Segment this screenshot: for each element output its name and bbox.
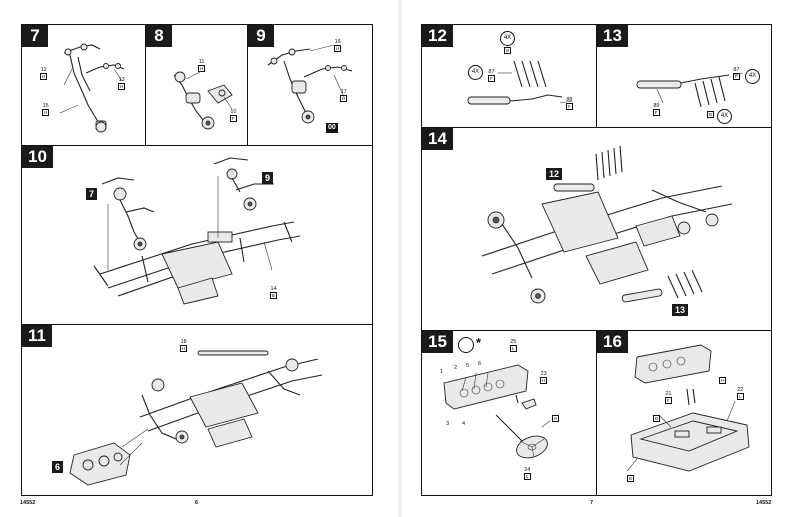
- step-ref-12: 12: [546, 168, 563, 180]
- callout-number: 3: [446, 421, 450, 427]
- letter-box: H: [719, 377, 727, 384]
- catalog-number: 14552: [20, 500, 36, 506]
- step-number: 12: [422, 25, 453, 47]
- qty-circle: 4X: [500, 31, 515, 46]
- step-number: 14: [422, 128, 453, 150]
- page-number: 6: [195, 500, 199, 506]
- step-number: 10: [22, 146, 53, 168]
- page-number: 7: [590, 500, 594, 506]
- step-16-drawing: [626, 344, 750, 472]
- step-ref-00: 00: [326, 123, 338, 133]
- step-number: 15: [422, 331, 453, 353]
- step-7-drawing: [59, 43, 125, 133]
- qty-circle: 4X: [468, 65, 483, 80]
- step-9-drawing: [267, 44, 353, 124]
- step-ref-6: 6: [52, 461, 64, 473]
- letter-box: B: [504, 47, 512, 54]
- step-10-drawing: [93, 157, 301, 305]
- step-12-drawing: [467, 60, 573, 105]
- step-number: 13: [597, 25, 628, 47]
- letter-box: B: [707, 111, 715, 118]
- step-number: 9: [248, 25, 274, 47]
- callout-number: 6: [478, 361, 482, 367]
- qty-circle: 4X: [717, 109, 732, 124]
- letter-box: B: [653, 415, 661, 422]
- qty-circle: 4X: [745, 69, 760, 84]
- letter-box: B: [627, 475, 635, 482]
- star-symbol: *: [476, 335, 482, 350]
- step-ref-9: 9: [262, 172, 274, 184]
- step-11-drawing: [69, 350, 323, 486]
- letter-box: H: [552, 415, 560, 422]
- step-15-drawing: [443, 364, 551, 459]
- step-14-drawing: [481, 145, 733, 304]
- page-gutter: [398, 0, 402, 517]
- callout-number: 4: [462, 421, 466, 427]
- step-ref-7: 7: [86, 188, 98, 200]
- callout-number: 5: [466, 363, 470, 369]
- step-8-drawing: [173, 70, 233, 130]
- catalog-number: 14552: [756, 500, 772, 506]
- step-number: 8: [146, 25, 172, 47]
- step-13-drawing: [636, 72, 744, 108]
- step-ref-13: 13: [672, 304, 689, 316]
- step-number: 16: [597, 331, 628, 353]
- callout-number: 2: [454, 365, 458, 371]
- callout-number: 1: [440, 369, 444, 375]
- step-14-panel: 14 12 13: [421, 127, 772, 331]
- step-number: 11: [22, 325, 52, 347]
- step-number: 7: [22, 25, 48, 47]
- paint-icon: [458, 337, 474, 353]
